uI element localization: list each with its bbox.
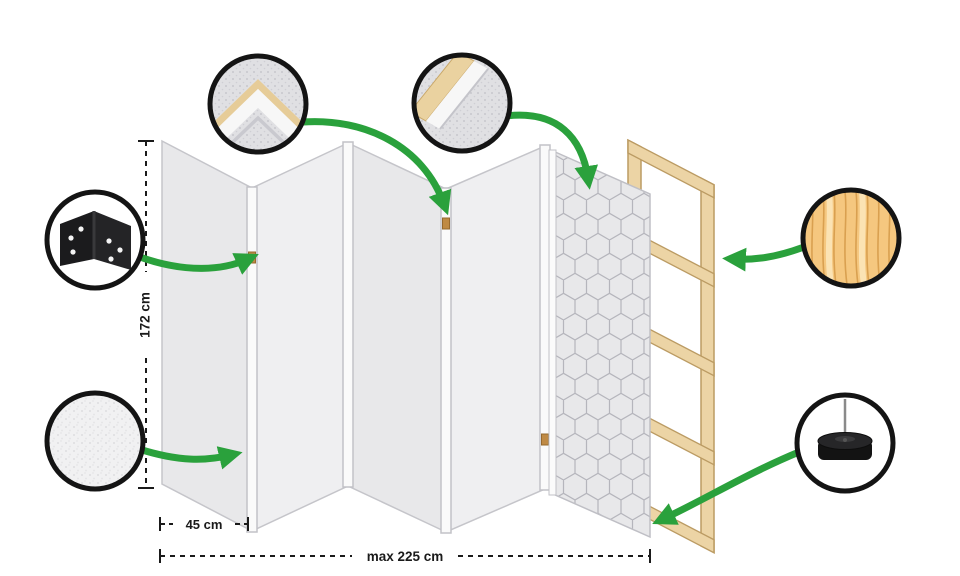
arrow-hinge — [133, 252, 259, 275]
height-dimension: 172 cm — [138, 140, 154, 489]
callout-ring — [207, 53, 309, 155]
panel-edge-3 — [440, 187, 452, 534]
total-width-dimension-label: max 225 cm — [367, 549, 444, 564]
panel-2 — [251, 141, 349, 533]
callout-ring — [800, 187, 902, 289]
panel-4 — [445, 144, 546, 534]
arrow-fabric-corner — [502, 111, 598, 190]
hinge-dot-2 — [442, 217, 450, 230]
callout-ring — [44, 390, 146, 492]
callout-canvas — [44, 390, 146, 492]
callout-fabric-corner — [411, 52, 513, 154]
panel-5-geometric — [552, 149, 651, 539]
panel-width-dimension-label: 45 cm — [186, 517, 223, 532]
panel-3 — [347, 141, 447, 534]
foot-icon — [817, 399, 873, 460]
callout-ring — [794, 392, 896, 494]
hinge-dot-3 — [541, 433, 549, 446]
canvas-texture-icon — [49, 395, 141, 487]
ladder-rung-top — [627, 138, 715, 199]
panel-5-edge — [548, 149, 557, 496]
callout-arrows — [133, 111, 808, 525]
callout-ring — [411, 52, 513, 154]
panel-1 — [161, 139, 253, 533]
arrow-canvas — [135, 445, 243, 470]
folding-screen — [161, 139, 551, 534]
callout-foot — [794, 392, 896, 494]
panel-edge-2 — [342, 141, 354, 488]
height-dimension-label: 172 cm — [138, 292, 153, 338]
panel-edge-1 — [246, 186, 258, 533]
panel-width-dimension: 45 cm — [159, 517, 249, 532]
total-width-dimension: max 225 cm — [159, 549, 651, 564]
arrow-foot — [652, 448, 803, 525]
patterned-panel — [548, 149, 651, 539]
arrow-frame-corner — [299, 118, 452, 216]
arrow-wood — [722, 243, 808, 272]
pine-wood-icon — [805, 192, 897, 284]
callout-wood — [800, 187, 902, 289]
fabric-corner-detail-icon — [416, 57, 508, 149]
callout-hinge — [44, 189, 146, 291]
hinge-icon — [60, 211, 131, 270]
callout-ring — [44, 189, 146, 291]
